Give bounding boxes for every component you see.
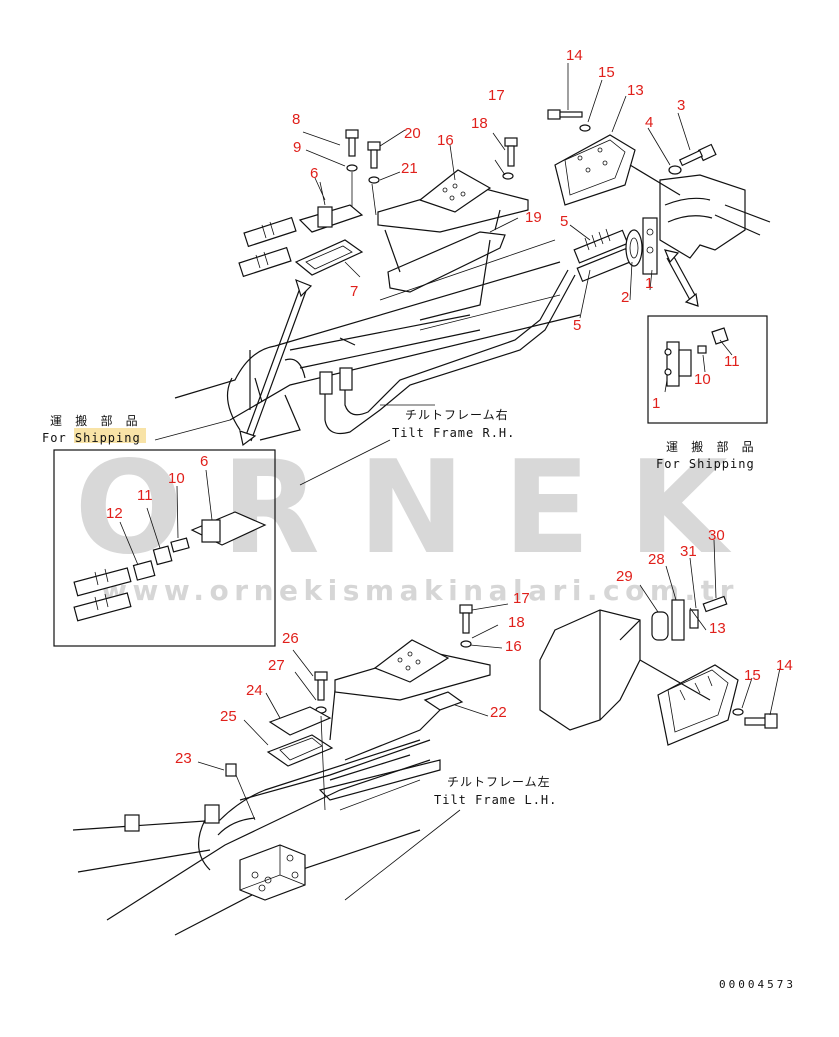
cover-13 bbox=[554, 134, 681, 206]
bolt-8 bbox=[345, 129, 359, 139]
washer-15 bbox=[579, 124, 591, 132]
bolt-26 bbox=[314, 671, 328, 681]
callout-5: 5 bbox=[560, 213, 568, 230]
washer-18-lower bbox=[460, 640, 472, 648]
callout-16: 16 bbox=[437, 132, 454, 149]
callout-4: 4 bbox=[645, 114, 653, 131]
callout-23: 23 bbox=[175, 750, 192, 767]
mat-19 bbox=[387, 231, 506, 293]
callout-12: 12 bbox=[106, 505, 123, 522]
washer-4 bbox=[668, 165, 682, 175]
callouts: 14 15 13 3 4 17 18 16 8 20 9 21 6 19 5 7… bbox=[106, 47, 793, 767]
callout-15: 15 bbox=[598, 64, 615, 81]
callout-27: 27 bbox=[268, 657, 285, 674]
callout-8: 8 bbox=[292, 111, 300, 128]
gasket-2 bbox=[625, 229, 643, 267]
callout-6: 6 bbox=[310, 165, 318, 182]
callout-17: 17 bbox=[488, 87, 505, 104]
callout-2: 2 bbox=[621, 289, 629, 306]
watermark-url: www.ornekismakinalari.com.tr bbox=[101, 574, 739, 607]
callout-11: 11 bbox=[724, 353, 740, 370]
clamp-23 bbox=[225, 763, 237, 777]
shipping-inset-right bbox=[647, 315, 768, 424]
callout-31: 31 bbox=[680, 543, 697, 560]
plate-28 bbox=[671, 599, 685, 641]
cover-24 bbox=[268, 706, 332, 736]
callout-7: 7 bbox=[350, 283, 358, 300]
callout-30: 30 bbox=[708, 527, 725, 544]
callout-10: 10 bbox=[694, 371, 711, 388]
washer-21 bbox=[368, 176, 380, 184]
callout-16-lower: 16 bbox=[505, 638, 522, 655]
callout-9: 9 bbox=[293, 139, 301, 156]
washer-31 bbox=[689, 609, 699, 629]
step-plate-16-lower bbox=[334, 639, 491, 701]
callout-6-inset: 6 bbox=[200, 453, 208, 470]
callout-3: 3 bbox=[677, 97, 685, 114]
tilt-frame-rh-jp: チルトフレーム右 bbox=[405, 407, 509, 422]
bolt-20 bbox=[367, 141, 381, 151]
callout-5-lower: 5 bbox=[573, 317, 581, 334]
watermark-brand: ORNEK bbox=[74, 434, 765, 583]
gasket-7 bbox=[294, 239, 364, 276]
shipping-inset-left bbox=[53, 428, 276, 647]
gasket-25 bbox=[266, 734, 334, 767]
callout-18-lower: 18 bbox=[508, 614, 525, 631]
cover-13-lower bbox=[639, 659, 739, 746]
tilt-frame-lh-en: Tilt Frame L.H. bbox=[434, 793, 557, 807]
callout-13-lower: 13 bbox=[709, 620, 726, 637]
shipping-label-jp-right: 運 搬 部 品 bbox=[666, 439, 757, 454]
rh-assembly bbox=[154, 63, 771, 486]
callout-10-inset: 10 bbox=[168, 470, 185, 487]
labels: 運 搬 部 品 For Shipping 運 搬 部 品 For Shippin… bbox=[42, 407, 796, 991]
bolt-30 bbox=[702, 595, 728, 613]
callout-21: 21 bbox=[401, 160, 418, 177]
shipping-label-en-left: For Shipping bbox=[42, 431, 141, 445]
plate-1 bbox=[642, 217, 658, 275]
washer-15-lower bbox=[732, 708, 744, 716]
callout-28: 28 bbox=[648, 551, 665, 568]
tilt-frame-rh-en: Tilt Frame R.H. bbox=[392, 426, 515, 440]
callout-1: 1 bbox=[645, 275, 653, 292]
washer-9 bbox=[346, 164, 358, 172]
lh-assembly bbox=[72, 539, 781, 936]
callout-14-lower: 14 bbox=[776, 657, 793, 674]
callout-15-lower: 15 bbox=[744, 667, 761, 684]
callout-26: 26 bbox=[282, 630, 299, 647]
callout-18: 18 bbox=[471, 115, 488, 132]
watermark: ORNEK www.ornekismakinalari.com.tr bbox=[74, 434, 765, 607]
callout-11-inset: 11 bbox=[137, 487, 153, 504]
callout-17-lower: 17 bbox=[513, 590, 530, 607]
callout-29: 29 bbox=[616, 568, 633, 585]
flange-6 bbox=[238, 204, 364, 278]
washer-18 bbox=[502, 172, 514, 180]
callout-24: 24 bbox=[246, 682, 263, 699]
tilt-frame-lh-jp: チルトフレーム左 bbox=[447, 774, 551, 789]
valve-block bbox=[239, 844, 306, 901]
shipping-highlight bbox=[74, 428, 146, 443]
gasket-29 bbox=[651, 611, 669, 641]
shipping-label-en-right: For Shipping bbox=[656, 457, 755, 471]
callout-14: 14 bbox=[566, 47, 583, 64]
bracket-22 bbox=[423, 691, 464, 711]
bolt-14 bbox=[547, 109, 583, 120]
callout-13: 13 bbox=[627, 82, 644, 99]
bolt-14-lower bbox=[744, 717, 768, 726]
shipping-label-jp-left: 運 搬 部 品 bbox=[50, 413, 141, 428]
step-plate-16 bbox=[377, 169, 529, 233]
drawing-code: 00004573 bbox=[719, 978, 796, 991]
bolt-3 bbox=[678, 143, 717, 167]
callout-20: 20 bbox=[404, 125, 421, 142]
callout-1-inset: 1 bbox=[652, 395, 660, 412]
callout-22: 22 bbox=[490, 704, 507, 721]
bolt-17 bbox=[504, 137, 518, 167]
callout-25: 25 bbox=[220, 708, 237, 725]
callout-19: 19 bbox=[525, 209, 542, 226]
hose-fitting-5 bbox=[573, 228, 632, 283]
bolt-17-lower bbox=[459, 604, 473, 614]
